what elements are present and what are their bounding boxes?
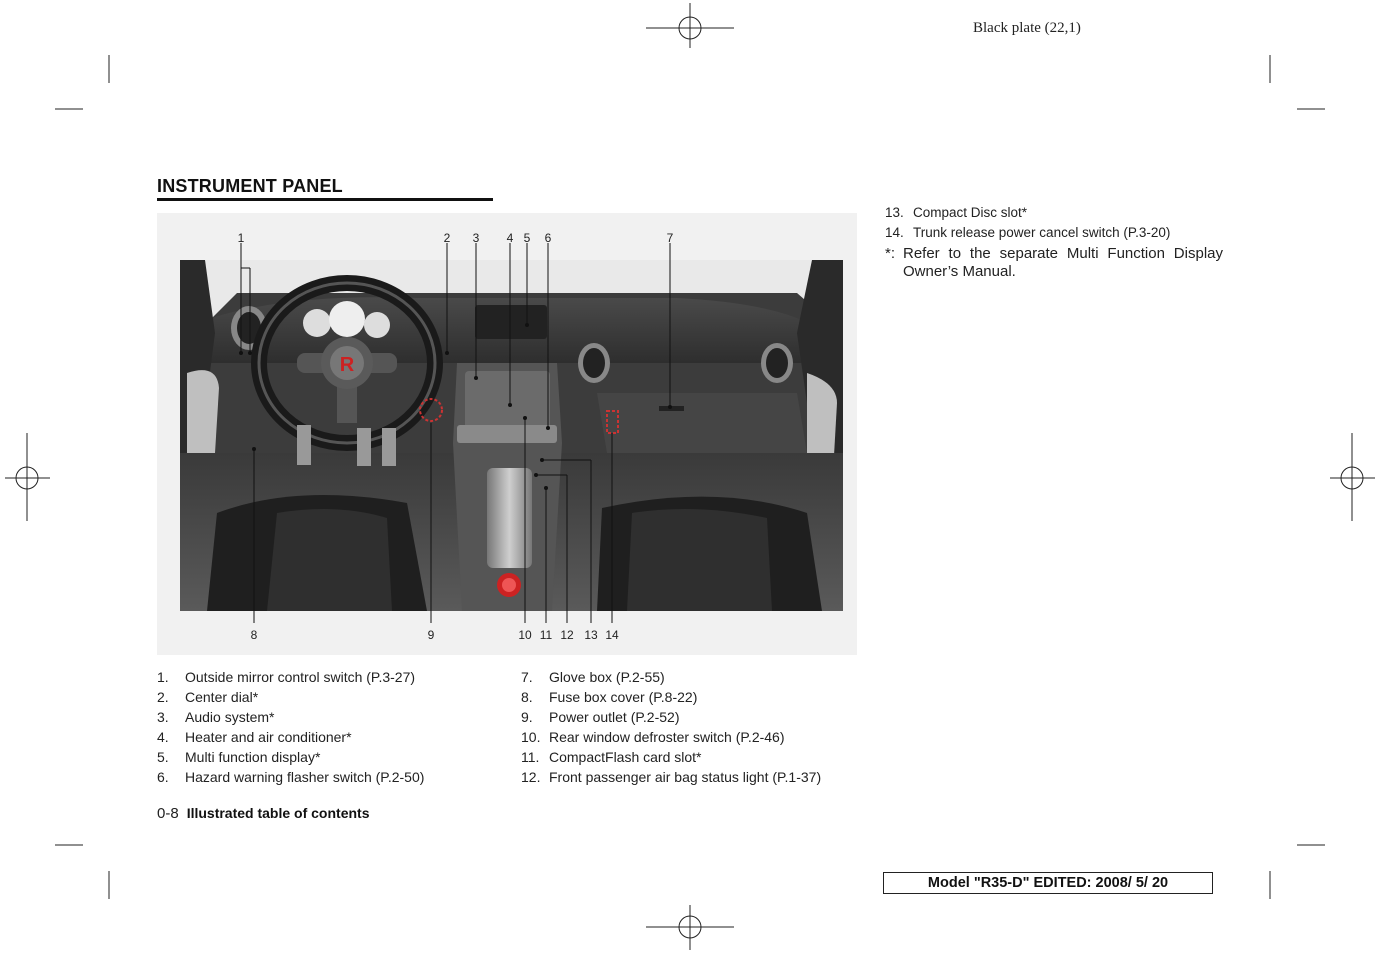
legend-number: 10. bbox=[521, 729, 541, 745]
footnote-mark: *: bbox=[885, 245, 896, 262]
legend-item: 4. Heater and air conditioner* bbox=[157, 727, 497, 747]
legend-item: 12. Front passenger air bag status light … bbox=[521, 767, 861, 787]
registration-mark-top bbox=[646, 3, 734, 48]
callout-9: 9 bbox=[428, 628, 435, 642]
callout-6: 6 bbox=[545, 231, 552, 245]
callout-7: 7 bbox=[667, 231, 674, 245]
legend-number: 7. bbox=[521, 669, 533, 685]
callout-14: 14 bbox=[605, 628, 619, 642]
legend-text: Multi function display* bbox=[185, 749, 321, 765]
legend-item: 14. Trunk release power cancel switch (P.… bbox=[885, 223, 1225, 243]
legend-text: Trunk release power cancel switch (P.3-2… bbox=[913, 225, 1171, 240]
legend-number: 13. bbox=[885, 205, 904, 220]
callout-2: 2 bbox=[444, 231, 451, 245]
callout-11: 11 bbox=[540, 628, 553, 642]
legend-item: 6. Hazard warning flasher switch (P.2-50) bbox=[157, 767, 497, 787]
footnote: *: Refer to the separate Multi Function … bbox=[885, 245, 1223, 281]
legend-number: 12. bbox=[521, 769, 541, 785]
legend-item: 8. Fuse box cover (P.8-22) bbox=[521, 687, 861, 707]
page-footer: 0-8 Illustrated table of contents bbox=[157, 805, 370, 822]
callout-8: 8 bbox=[251, 628, 258, 642]
legend-text: Glove box (P.2-55) bbox=[549, 669, 665, 685]
legend-item: 9. Power outlet (P.2-52) bbox=[521, 707, 861, 727]
callout-5: 5 bbox=[524, 231, 531, 245]
legend-text: Rear window defroster switch (P.2-46) bbox=[549, 729, 785, 745]
legend-text: Center dial* bbox=[185, 689, 259, 705]
legend-text: Heater and air conditioner* bbox=[185, 729, 352, 745]
legend-number: 3. bbox=[157, 709, 169, 725]
trunk-release-highlight bbox=[606, 410, 619, 434]
legend-text: Hazard warning flasher switch (P.2-50) bbox=[185, 769, 425, 785]
legend-number: 4. bbox=[157, 729, 169, 745]
legend-item: 3. Audio system* bbox=[157, 707, 497, 727]
legend-text: Audio system* bbox=[185, 709, 275, 725]
registration-mark-bottom bbox=[646, 905, 734, 950]
legend-number: 5. bbox=[157, 749, 169, 765]
legend-column-middle: 7. Glove box (P.2-55) 8. Fuse box cover (P… bbox=[521, 667, 861, 787]
legend-number: 1. bbox=[157, 669, 169, 685]
callout-13: 13 bbox=[584, 628, 598, 642]
legend-number: 2. bbox=[157, 689, 169, 705]
legend-text: Compact Disc slot* bbox=[913, 205, 1028, 220]
power-outlet-highlight bbox=[419, 398, 443, 422]
legend-number: 6. bbox=[157, 769, 169, 785]
callout-3: 3 bbox=[473, 231, 480, 245]
registration-mark-left bbox=[5, 433, 50, 521]
legend-text: Outside mirror control switch (P.3-27) bbox=[185, 669, 416, 685]
instrument-panel-illustration: R 1 2 bbox=[157, 213, 857, 655]
legend-number: 11. bbox=[521, 749, 540, 765]
registration-mark-right bbox=[1330, 433, 1375, 521]
legend-text: CompactFlash card slot* bbox=[549, 749, 702, 765]
legend-text: Fuse box cover (P.8-22) bbox=[549, 689, 698, 705]
legend-number: 8. bbox=[521, 689, 533, 705]
legend-item: 11. CompactFlash card slot* bbox=[521, 747, 861, 767]
footer-section-title: Illustrated table of contents bbox=[186, 805, 370, 821]
legend-item: 7. Glove box (P.2-55) bbox=[521, 667, 861, 687]
legend-column-right: 13. Compact Disc slot* 14. Trunk release p… bbox=[885, 203, 1225, 243]
callout-1: 1 bbox=[238, 231, 245, 245]
legend-item: 1. Outside mirror control switch (P.3-27) bbox=[157, 667, 497, 687]
steering-wheel: R bbox=[251, 275, 443, 451]
legend-text: Power outlet (P.2-52) bbox=[549, 709, 680, 725]
legend-number: 9. bbox=[521, 709, 533, 725]
footnote-text: Refer to the separate Multi Function Dis… bbox=[903, 245, 1223, 280]
legend-number: 14. bbox=[885, 225, 904, 240]
gt-r-badge: R bbox=[340, 354, 355, 376]
callout-12: 12 bbox=[560, 628, 574, 642]
legend-item: 2. Center dial* bbox=[157, 687, 497, 707]
legend-item: 13. Compact Disc slot* bbox=[885, 203, 1225, 223]
legend-item: 5. Multi function display* bbox=[157, 747, 497, 767]
page-number: 0-8 bbox=[157, 805, 179, 822]
legend-item: 10. Rear window defroster switch (P.2-46) bbox=[521, 727, 861, 747]
plate-label: Black plate (22,1) bbox=[973, 20, 1081, 36]
title-underline bbox=[157, 198, 493, 201]
model-edit-box: Model "R35-D" EDITED: 2008/ 5/ 20 bbox=[883, 872, 1213, 894]
callout-10: 10 bbox=[518, 628, 532, 642]
legend-text: Front passenger air bag status light (P.… bbox=[549, 769, 822, 785]
legend-column-left: 1. Outside mirror control switch (P.3-27)… bbox=[157, 667, 497, 787]
callout-4: 4 bbox=[507, 231, 514, 245]
section-title: INSTRUMENT PANEL bbox=[157, 176, 343, 196]
